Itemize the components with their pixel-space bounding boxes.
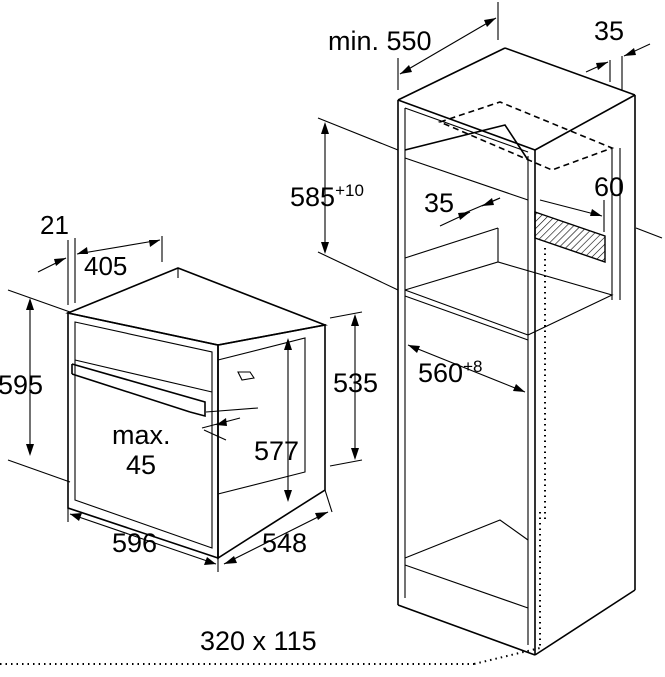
label-45: 45 <box>126 450 156 480</box>
label-35-top: 35 <box>594 16 624 46</box>
label-60: 60 <box>594 172 624 202</box>
dimension-labels: 21 405 595 535 max. 45 577 596 548 min. … <box>0 16 624 656</box>
label-548: 548 <box>262 528 307 558</box>
label-585-tolerance: +10 <box>335 181 364 200</box>
label-577: 577 <box>254 436 299 466</box>
label-585: 585+10 <box>290 181 364 212</box>
cabinet-dimensions <box>317 2 663 393</box>
label-595: 595 <box>0 370 43 400</box>
oven-dimensions <box>7 236 363 572</box>
cabinet-drawing <box>0 47 636 665</box>
label-21: 21 <box>40 210 69 240</box>
label-560-base: 560 <box>418 358 463 388</box>
label-405: 405 <box>84 251 127 281</box>
oven-drawing <box>65 267 328 560</box>
label-560: 560+8 <box>418 357 482 388</box>
label-560-tolerance: +8 <box>463 357 482 376</box>
label-585-base: 585 <box>290 182 335 212</box>
label-max: max. <box>112 420 171 450</box>
label-min-550: min. 550 <box>328 26 432 56</box>
label-535: 535 <box>333 368 378 398</box>
label-35-inner: 35 <box>424 188 454 218</box>
label-596: 596 <box>112 528 157 558</box>
label-vent-opening: 320 x 115 <box>200 626 317 656</box>
